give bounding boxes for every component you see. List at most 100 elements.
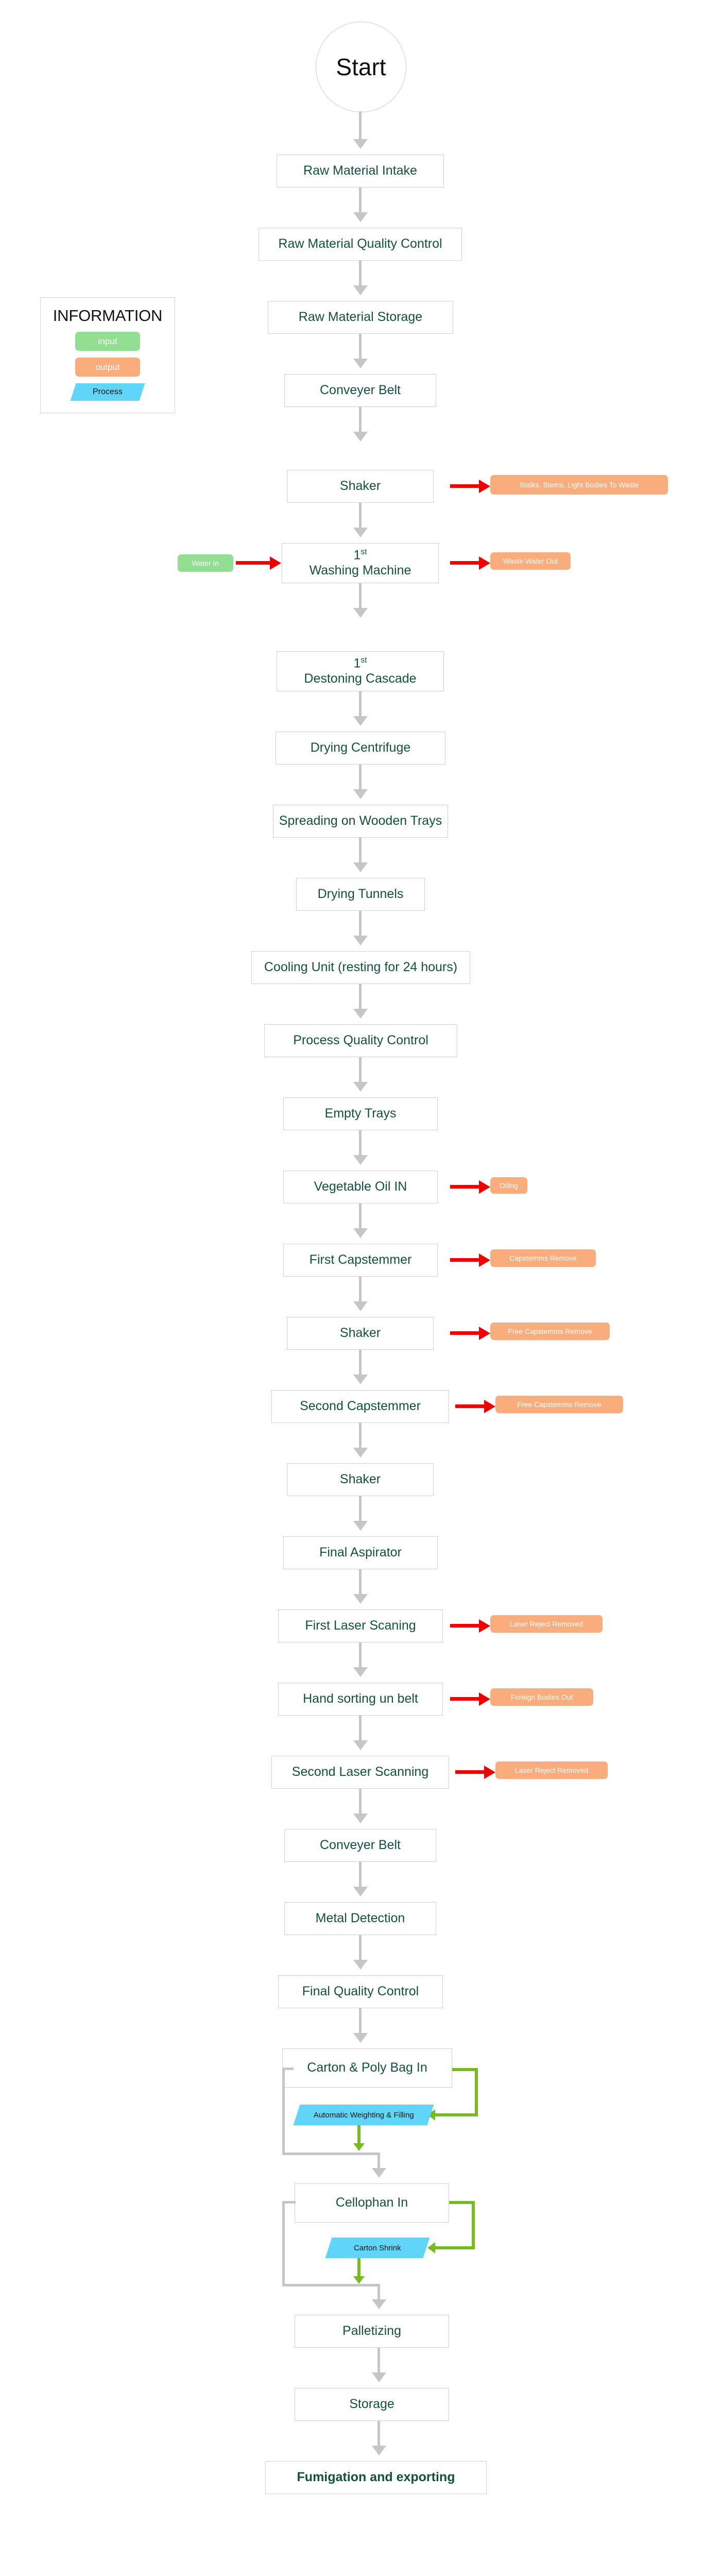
legend-process-label: Process	[93, 387, 123, 396]
loop-arrowhead-n27-proc	[427, 2242, 435, 2253]
bypass-line-n27-right	[282, 2284, 380, 2286]
output-chip-laser-reject-removed-2: Laser Reject Removed	[495, 1761, 608, 1779]
node-palletizing: Palletizing	[295, 2315, 449, 2348]
loop-line-proc1-down	[357, 2125, 360, 2146]
connector-n12-n13	[359, 1057, 362, 1085]
output-chip-waste-water-out: Waste Water Out	[490, 552, 571, 570]
arrowhead-n07-n08	[353, 716, 368, 726]
connector-n28-n29	[377, 2348, 380, 2376]
connector-n01-n02	[359, 188, 362, 215]
output-chip-laser-reject-removed-1: Laser Reject Removed	[490, 1615, 603, 1633]
process-automatic-weighting-filling: Automatic Weighting & Filling	[293, 2105, 434, 2125]
arrowhead-n03-n04	[353, 359, 368, 368]
arrowhead-n15-n16	[353, 1301, 368, 1311]
io-arrowhead-n17-output	[484, 1400, 495, 1413]
arrowhead-n25-n26	[353, 2033, 368, 2043]
node-first-capstemmer: First Capstemmer	[283, 1244, 438, 1277]
arrowhead-n18-n19	[353, 1521, 368, 1531]
node-destoning-label: Destoning Cascade	[304, 671, 417, 686]
connector-n08-n09	[359, 765, 362, 792]
connector-n03-n04	[359, 334, 362, 362]
arrowhead-n10-n11	[353, 936, 368, 945]
arrowhead-n02-n03	[353, 285, 368, 295]
io-arrowhead-water-in	[270, 556, 281, 570]
connector-start-n01	[359, 111, 362, 142]
arrowhead-n09-n10	[353, 862, 368, 872]
arrowhead-n01-n02	[353, 212, 368, 222]
bypass-line-n27-down	[282, 2201, 285, 2286]
node-vegetable-oil-in: Vegetable Oil IN	[283, 1171, 438, 1204]
io-arrowhead-n14-output	[479, 1180, 490, 1194]
arrowhead-n11-n12	[353, 1009, 368, 1019]
process-label-1: Automatic Weighting & Filling	[313, 2110, 414, 2120]
arrowhead-n12-n13	[353, 1082, 368, 1092]
arrowhead-n04-n05	[353, 432, 368, 442]
loop-line-n26-right	[452, 2068, 478, 2071]
arrowhead-n28-n29	[372, 2372, 386, 2382]
connector-n16-n17	[359, 1350, 362, 1378]
node-second-laser-scanning: Second Laser Scanning	[271, 1756, 449, 1789]
bypass-line-n26-into-n27	[377, 2153, 380, 2171]
arrowhead-n29-n30	[372, 2446, 386, 2455]
ordinal-suffix: st	[360, 656, 367, 665]
legend-input-chip: input	[75, 332, 140, 351]
start-node: Start	[316, 22, 406, 112]
io-arrowhead-n16-output	[479, 1327, 490, 1340]
connector-n05-n06	[359, 503, 362, 531]
node-storage: Storage	[295, 2388, 449, 2421]
arrowhead-n24-n25	[353, 1960, 368, 1970]
connector-n25-n26	[359, 2008, 362, 2036]
loop-arrowhead-proc2-down	[353, 2276, 365, 2284]
process-carton-shrink: Carton Shrink	[325, 2238, 430, 2258]
arrowhead-n19-n20	[353, 1594, 368, 1604]
node-drying-centrifuge: Drying Centrifuge	[276, 732, 445, 765]
io-arrowhead-n05-output	[479, 480, 490, 493]
loop-line-n27-down	[472, 2201, 475, 2249]
bypass-line-n26-left	[282, 2067, 294, 2070]
node-final-quality-control: Final Quality Control	[278, 1975, 443, 2008]
io-line-n15-output	[450, 1258, 483, 1262]
connector-n22-n23	[359, 1789, 362, 1817]
output-chip-free-capstemms-remove-1: Free Capstemms Remove	[490, 1323, 610, 1340]
node-carton-poly-bag-in: Carton & Poly Bag In	[282, 2048, 452, 2088]
io-line-n20-output	[450, 1624, 483, 1628]
input-chip-water-in: Water In	[178, 554, 233, 572]
bypass-line-n26-right	[282, 2153, 380, 2155]
arrowhead-n20-n21	[353, 1667, 368, 1677]
ordinal-number: 1	[353, 548, 361, 563]
node-shaker-1: Shaker	[287, 470, 434, 503]
connector-n20-n21	[359, 1642, 362, 1670]
arrowhead-n26-n27	[372, 2168, 386, 2178]
bypass-line-n27-left	[282, 2201, 296, 2204]
connector-n15-n16	[359, 1277, 362, 1304]
io-arrowhead-n06-output	[479, 556, 490, 570]
node-final-aspirator: Final Aspirator	[283, 1536, 438, 1569]
node-conveyer-belt-1: Conveyer Belt	[284, 374, 436, 407]
arrowhead-n17-n18	[353, 1448, 368, 1458]
io-arrowhead-n15-output	[479, 1253, 490, 1267]
output-chip-stalks-stems: Stalks, Stems, Light Bodies To Waste	[490, 475, 668, 495]
connector-n10-n11	[359, 911, 362, 939]
output-chip-foreign-bodies-out: Foreign Bodies Out	[490, 1688, 593, 1706]
output-chip-free-capstemms-remove-2: Free Capstemms Remove	[495, 1396, 623, 1413]
node-process-quality-control: Process Quality Control	[264, 1024, 457, 1057]
arrowhead-n23-n24	[353, 1887, 368, 1896]
node-second-capstemmer: Second Capstemmer	[271, 1390, 449, 1423]
loop-line-n27-into-proc	[435, 2246, 473, 2249]
output-chip-oiling: Oiling	[490, 1177, 527, 1194]
loop-line-n26-down	[475, 2068, 478, 2116]
io-line-n22-output	[455, 1770, 488, 1774]
connector-n13-n14	[359, 1130, 362, 1158]
node-hand-sorting-un-belt: Hand sorting un belt	[278, 1683, 443, 1716]
node-washing-machine-ordinal: 1st	[354, 548, 367, 563]
node-first-laser-scaning: First Laser Scaning	[278, 1609, 443, 1642]
node-washing-machine: 1st Washing Machine	[282, 543, 439, 583]
legend-title: INFORMATION	[53, 307, 163, 325]
io-line-n16-output	[450, 1331, 483, 1335]
connector-n04-n05	[359, 407, 362, 435]
arrowhead-n16-n17	[353, 1375, 368, 1384]
connector-n19-n20	[359, 1569, 362, 1597]
process-label-2: Carton Shrink	[354, 2243, 401, 2252]
arrowhead-n13-n14	[353, 1155, 368, 1165]
